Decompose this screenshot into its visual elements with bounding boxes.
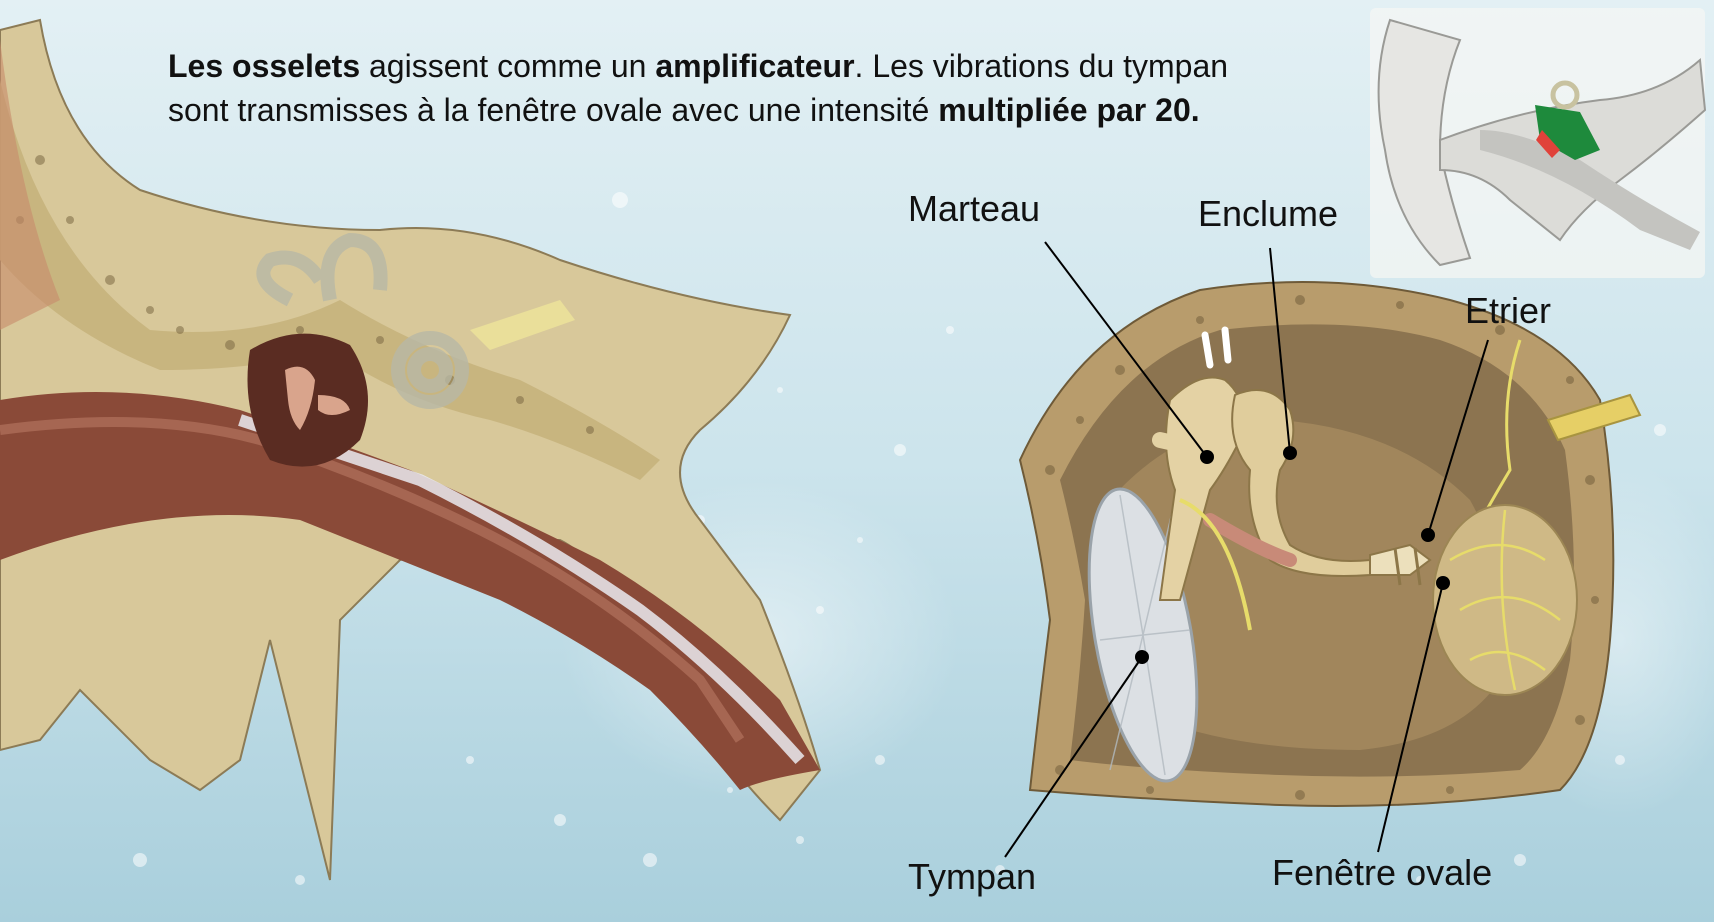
enclume-dot	[1283, 446, 1297, 460]
intro-bold-osselets: Les osselets	[168, 48, 360, 84]
intro-part-2: agissent comme un	[360, 48, 655, 84]
intro-bold-multiplier: multipliée par 20.	[938, 92, 1199, 128]
intro-text: Les osselets agissent comme un amplifica…	[168, 44, 1278, 132]
fenetre-dot	[1436, 576, 1450, 590]
fenetre-leader	[1378, 583, 1443, 852]
label-etrier: Etrier	[1465, 290, 1551, 332]
label-tympan: Tympan	[908, 856, 1036, 898]
etrier-dot	[1421, 528, 1435, 542]
marteau-leader	[1045, 242, 1207, 457]
label-marteau: Marteau	[908, 188, 1040, 230]
label-enclume: Enclume	[1198, 193, 1338, 235]
tympan-dot	[1135, 650, 1149, 664]
etrier-leader	[1428, 340, 1488, 535]
intro-bold-amplificateur: amplificateur	[655, 48, 854, 84]
label-fenetre-ovale: Fenêtre ovale	[1272, 852, 1492, 894]
enclume-leader	[1270, 248, 1290, 453]
marteau-dot	[1200, 450, 1214, 464]
tympan-leader	[1005, 657, 1142, 857]
